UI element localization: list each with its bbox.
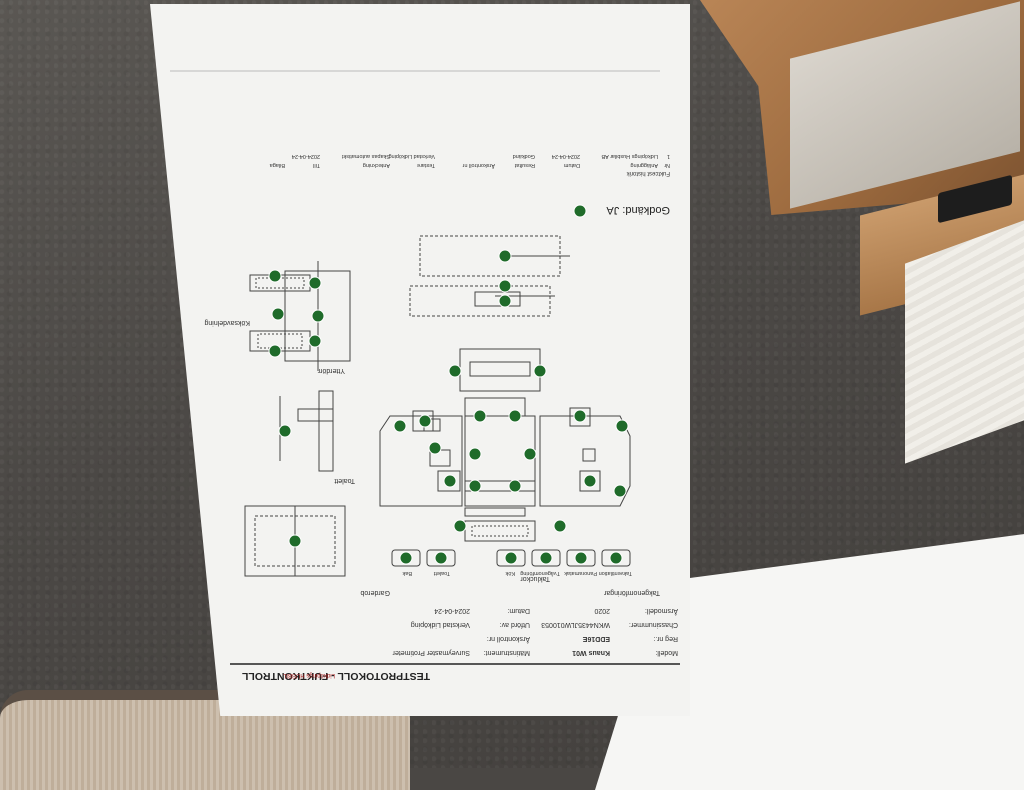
document-paper xyxy=(150,4,690,716)
history-col-bilaga: Bilaga xyxy=(269,162,285,168)
legend-label-bak: Bak xyxy=(402,570,412,576)
field-date-value: 2024-04-24 xyxy=(434,607,470,614)
legend-header: Takgenomföringar xyxy=(603,589,660,596)
history-col-anteckning: Anteckning xyxy=(362,162,390,168)
field-chassis-label: Chassinummer: xyxy=(628,621,678,628)
field-date-label: Datum: xyxy=(507,607,530,614)
history-col-resultat: Resultat xyxy=(514,162,535,168)
legend-label-kok: Kök xyxy=(505,570,515,576)
history-cell-datum: 2024-04-24 xyxy=(551,153,580,159)
section-ytterdorr: Ytterdörr xyxy=(317,367,345,374)
legend-label-panoramatak: Panoramatak xyxy=(564,570,597,576)
history-header: Fuktcest historik xyxy=(626,170,670,176)
field-instrument-value: Surveymaster Protimeter xyxy=(392,649,470,656)
history-cell-testare: Verkstad Lidköping xyxy=(388,153,435,159)
field-instrument-label: Mätinstrument: xyxy=(483,649,530,656)
section-koksavdelning: Köksavdelning xyxy=(204,319,250,326)
section-garderob: Garderob xyxy=(360,589,390,596)
field-year-value: 2020 xyxy=(594,607,610,614)
godkand-status: Godkänd: JA xyxy=(606,204,670,216)
history-cell-nr: 1 xyxy=(666,153,670,159)
field-model-value: Knaus W01 xyxy=(572,649,610,656)
legend-label-takventilation: Takventilation xyxy=(598,570,632,576)
field-year-label: Årsmodell: xyxy=(644,607,678,614)
history-col-anlaggning: Anläggning xyxy=(630,162,658,168)
history-cell-anlaggning: Lidköpings Husbilar AB xyxy=(601,153,658,159)
history-col-testare: Testare xyxy=(416,162,435,168)
legend-label-toalett: Toalett xyxy=(433,570,450,576)
field-chassis-value: WKN4435JLW010053 xyxy=(541,621,610,628)
history-cell-till: 2024-04-24 xyxy=(291,153,320,159)
history-col-datum: Datum xyxy=(563,162,580,168)
history-col-nr: Nr xyxy=(664,162,670,168)
history-cell-resultat: Godkänd xyxy=(512,153,535,159)
document-content: TESTPROTOKOLL - FUKTKONTROLL Lidköpings … xyxy=(150,4,690,716)
check-marks xyxy=(268,204,629,565)
history-col-arskontroll: Årskontroll nr xyxy=(462,162,495,168)
history-cell-anteckning: Skapas automatiskt xyxy=(342,153,390,159)
document-title: TESTPROTOKOLL - FUKTKONTROLL xyxy=(241,670,430,682)
field-performed-label: Utförd av: xyxy=(499,621,530,628)
section-takluckor: Takluckor xyxy=(520,575,550,582)
legend-label-tvagenomforing: Tvågenomföring xyxy=(520,570,560,576)
field-annual-label: Årskontroll nr: xyxy=(486,635,530,642)
section-toalett: Toalett xyxy=(334,477,355,484)
logo: Lidköpings HUSBIL xyxy=(282,672,335,678)
legend-boxes xyxy=(391,549,631,567)
floorplan-diagram xyxy=(170,70,680,665)
field-reg-value: EDD16E xyxy=(582,635,610,642)
field-reg-label: Reg nr.: xyxy=(653,635,678,642)
history-col-till: Till xyxy=(313,162,320,168)
field-model-label: Modell: xyxy=(655,649,678,656)
field-performed-value: Verkstad Lidköping xyxy=(410,621,470,628)
